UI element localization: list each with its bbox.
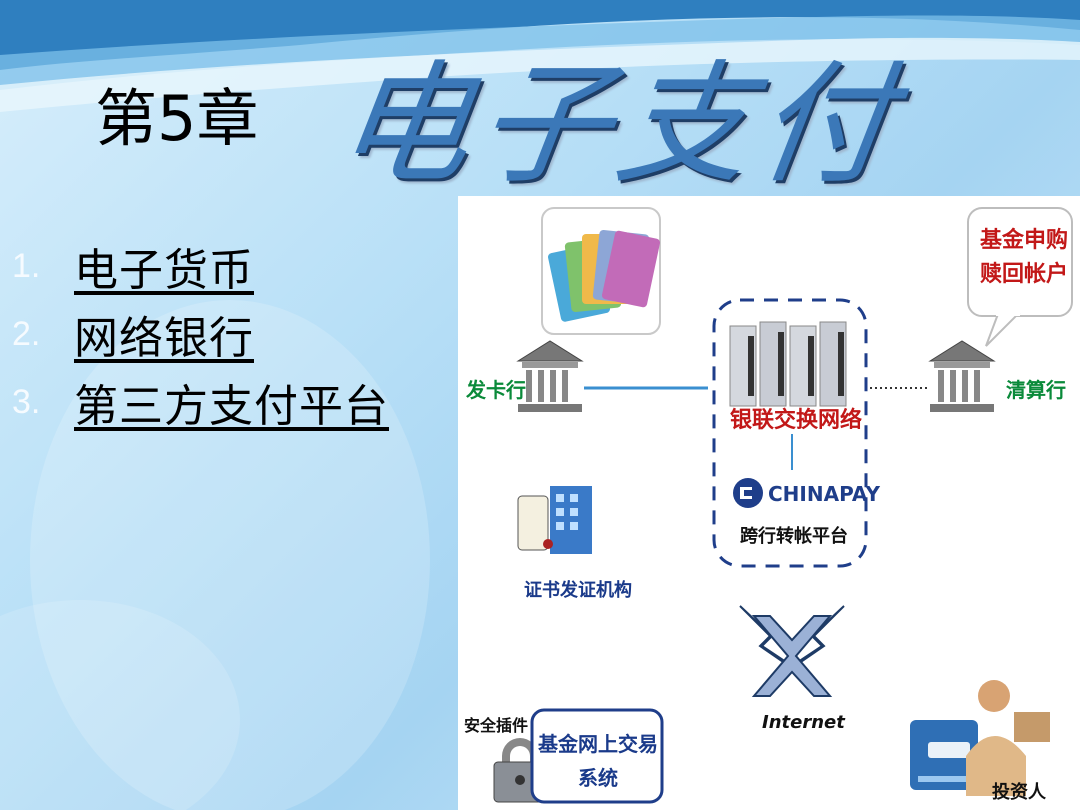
toc-link-online-banking[interactable]: 网络银行 (74, 313, 254, 364)
cross-bank-platform-label: 跨行转帐平台 (740, 526, 848, 547)
fund-account-bubble (967, 207, 1073, 347)
bank-card-icon (910, 720, 978, 790)
unionpay-network-label: 银联交换网络 (730, 408, 863, 433)
toc-item: 1. 电子货币 (12, 232, 389, 300)
toc-link-electronic-money[interactable]: 电子货币 (74, 245, 254, 296)
toc-list: 1. 电子货币 2. 网络银行 3. 第三方支付平台 (12, 232, 389, 436)
internet-label: Internet (762, 712, 845, 733)
fund-account-label-line2: 赎回帐户 (980, 262, 1069, 287)
bank-cards-icon (541, 207, 661, 335)
issuer-bank-icon (516, 340, 584, 412)
toc-item: 2. 网络银行 (12, 300, 389, 368)
toc-item-number: 3. (12, 382, 41, 421)
fund-account-label-line1: 基金申购 (980, 228, 1069, 253)
clearing-bank-icon (928, 340, 996, 412)
chapter-title: 电子支付 (327, 48, 910, 202)
investor-label: 投资人 (992, 782, 1046, 803)
toc-item-number: 2. (12, 314, 41, 353)
internet-arrows-icon (739, 605, 845, 697)
trading-system-label-line1: 基金网上交易 (538, 732, 658, 756)
chapter-number: 第5章 (95, 82, 259, 155)
clearing-bank-label: 清算行 (1006, 378, 1066, 402)
certificate-building-icon (517, 486, 592, 554)
toc-item: 3. 第三方支付平台 (12, 368, 389, 436)
trading-system-label-line2: 系统 (578, 766, 618, 790)
diagram-graphics (493, 207, 1073, 804)
toc-item-number: 1. (12, 246, 41, 285)
trading-system-box (530, 708, 664, 804)
payment-diagram: 发卡行 清算行 基金申购 赎回帐户 银联交换网络 CHINAPAY 跨行转帐平台… (458, 196, 1080, 810)
issuer-bank-label: 发卡行 (466, 378, 526, 402)
chinapay-label: CHINAPAY (768, 482, 880, 506)
chinapay-logo-icon (733, 478, 763, 508)
server-rack-icon (729, 321, 847, 407)
network-boundary (712, 298, 868, 568)
toc-link-third-party-payment[interactable]: 第三方支付平台 (74, 381, 389, 432)
cert-authority-label: 证书发证机构 (524, 580, 632, 601)
investor-person-icon (966, 680, 1050, 796)
security-plugin-label: 安全插件 (464, 716, 529, 735)
